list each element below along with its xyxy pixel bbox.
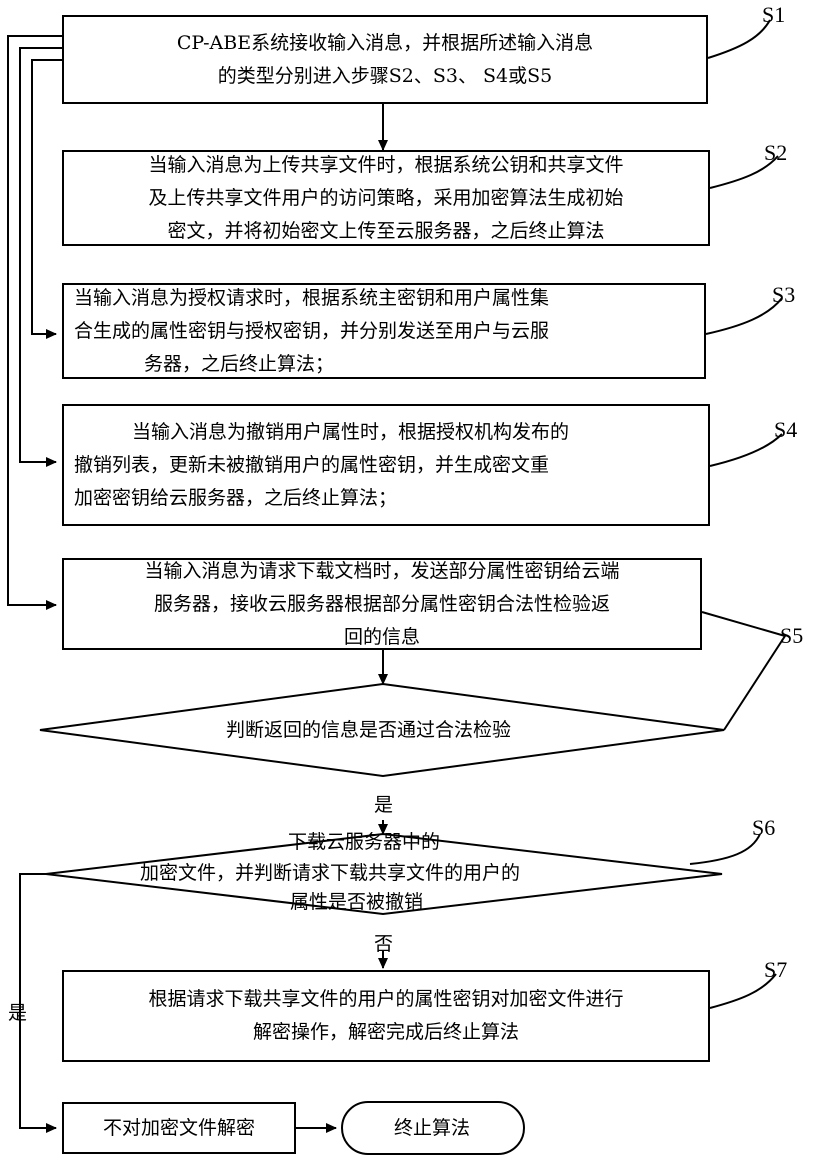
leader-s6 — [690, 834, 760, 864]
label-s3: S3 — [772, 282, 795, 308]
decision-2-line-1: 下载云服务器中的 — [288, 829, 440, 855]
s2-line-3: 密文，并将初始密文上传至云服务器，之后终止算法 — [64, 215, 708, 248]
s5-line-1: 当输入消息为请求下载文档时，发送部分属性密钥给云端 — [64, 555, 700, 588]
step-s1-box: CP-ABE系统接收输入消息，并根据所述输入消息 的类型分别进入步骤S2、S3、… — [62, 15, 708, 104]
s5-line-2: 服务器，接收云服务器根据部分属性密钥合法性检验返 — [64, 588, 700, 621]
label-s2: S2 — [764, 140, 787, 166]
s4-line-2: 撤销列表，更新未被撤销用户的属性密钥，并生成密文重 — [74, 449, 708, 482]
label-s6: S6 — [752, 815, 775, 841]
leader-s1 — [708, 20, 770, 58]
s4-line-3: 加密密钥给云服务器，之后终止算法； — [74, 482, 708, 515]
step-s7-box: 根据请求下载共享文件的用户的属性密钥对加密文件进行 解密操作，解密完成后终止算法 — [62, 970, 710, 1062]
label-s7: S7 — [764, 957, 787, 983]
decision-2-line-2: 加密文件，并判断请求下载共享文件的用户的 — [140, 860, 520, 886]
no-label-2: 否 — [374, 929, 393, 956]
leader-s5 — [702, 612, 785, 730]
s4-line-1: 当输入消息为撤销用户属性时，根据授权机构发布的 — [74, 416, 708, 449]
step-s3-box: 当输入消息为授权请求时，根据系统主密钥和用户属性集 合生成的属性密钥与授权密钥，… — [62, 283, 706, 379]
s1-line-1: CP-ABE系统接收输入消息，并根据所述输入消息 — [64, 27, 706, 60]
no-decrypt-box: 不对加密文件解密 — [62, 1102, 296, 1154]
no-decrypt-text: 不对加密文件解密 — [64, 1112, 294, 1145]
leader-s4 — [710, 434, 782, 466]
yes-label-1: 是 — [374, 790, 393, 817]
step-s4-box: 当输入消息为撤销用户属性时，根据授权机构发布的 撤销列表，更新未被撤销用户的属性… — [62, 404, 710, 526]
label-s5: S5 — [780, 623, 803, 649]
s5-line-3: 回的信息 — [64, 621, 700, 654]
s3-line-1: 当输入消息为授权请求时，根据系统主密钥和用户属性集 — [74, 282, 704, 315]
s2-line-1: 当输入消息为上传共享文件时，根据系统公钥和共享文件 — [64, 149, 708, 182]
branch-to-s3 — [32, 60, 62, 334]
decision-1-text: 判断返回的信息是否通过合法检验 — [226, 717, 511, 743]
s3-line-2: 合生成的属性密钥与授权密钥，并分别发送至用户与云服 — [74, 315, 704, 348]
s2-line-2: 及上传共享文件用户的访问策略，采用加密算法生成初始 — [64, 182, 708, 215]
leader-s3 — [706, 298, 782, 334]
s3-line-3: 务器，之后终止算法； — [74, 348, 704, 381]
s7-line-2: 解密操作，解密完成后终止算法 — [64, 1016, 708, 1049]
s1-line-2: 的类型分别进入步骤S2、S3、 S4或S5 — [64, 60, 706, 93]
decision-2-line-3: 属性是否被撤销 — [290, 889, 423, 915]
s7-line-1: 根据请求下载共享文件的用户的属性密钥对加密文件进行 — [64, 983, 708, 1016]
step-s2-box: 当输入消息为上传共享文件时，根据系统公钥和共享文件 及上传共享文件用户的访问策略… — [62, 150, 710, 246]
label-s4: S4 — [774, 417, 797, 443]
label-s1: S1 — [762, 2, 785, 28]
end-text: 终止算法 — [394, 1115, 470, 1141]
branch-to-s5 — [8, 36, 62, 605]
branch-to-s4 — [20, 48, 62, 462]
yes-label-2: 是 — [8, 998, 27, 1025]
step-s5-box: 当输入消息为请求下载文档时，发送部分属性密钥给云端 服务器，接收云服务器根据部分… — [62, 558, 702, 650]
